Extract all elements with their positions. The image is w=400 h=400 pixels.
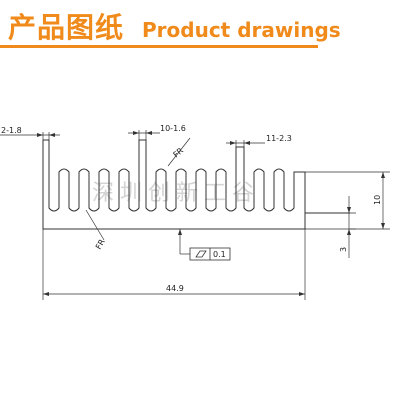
- header: 产品图纸 Product drawings: [0, 0, 400, 52]
- title-underline: [0, 45, 318, 48]
- dim-fin-mid: 10-1.6: [160, 124, 186, 133]
- flatness-symbol-icon: [195, 250, 207, 258]
- dim-fr-lower: FR: [94, 237, 107, 251]
- dim-height: 10: [373, 195, 382, 205]
- title-english: Product drawings: [142, 18, 341, 42]
- flatness-frame: [189, 247, 231, 261]
- title-chinese: 产品图纸: [8, 11, 125, 44]
- dim-fin-left: 2-1.8: [1, 126, 22, 135]
- dim-base: 3: [339, 247, 348, 252]
- dim-fin-right: 11-2.3: [266, 134, 292, 143]
- dim-fr-upper: FR: [172, 146, 186, 160]
- dim-flatness: 0.1: [213, 250, 226, 259]
- dimension-arrows: [37, 131, 385, 296]
- dim-width: 44.9: [166, 284, 184, 293]
- dimension-lines: [0, 130, 390, 300]
